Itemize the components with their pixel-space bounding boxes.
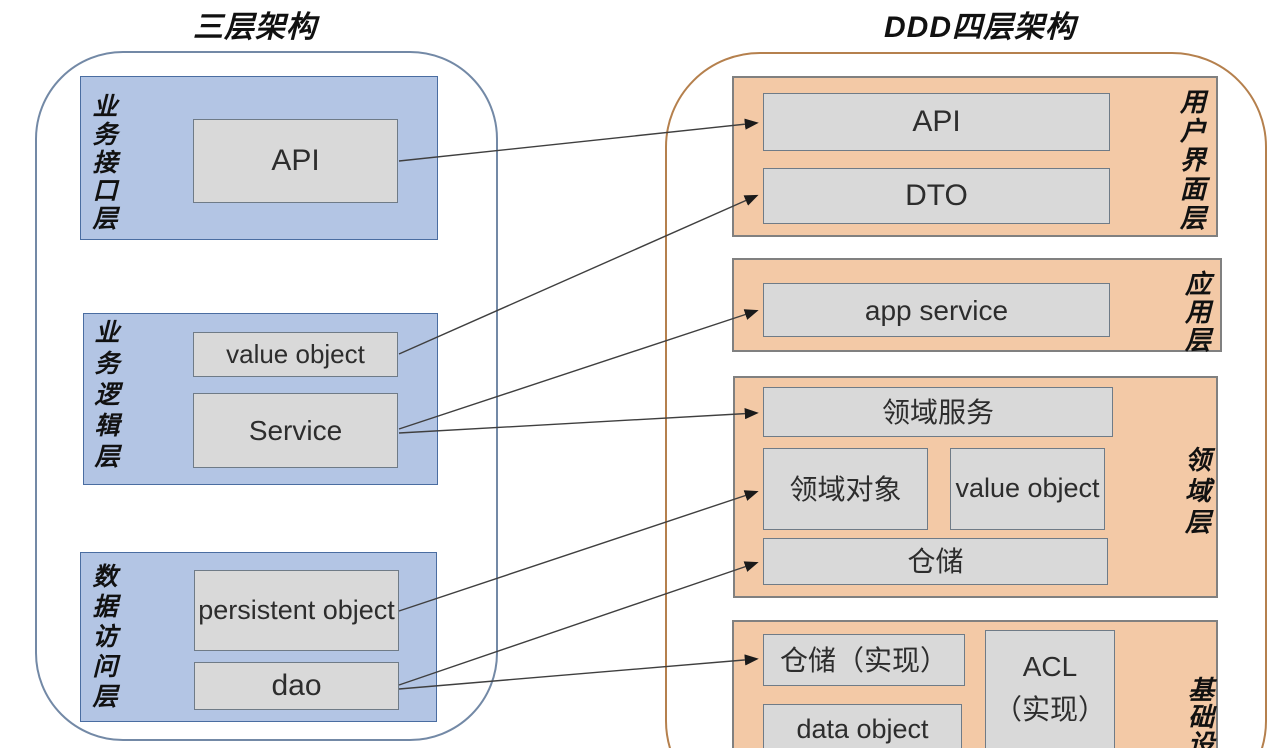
left-diagram-title: 三层架构	[193, 11, 317, 44]
layer-label-data-access: 数 据 访 问 层	[92, 563, 118, 711]
node-domain-service: 领域服务	[763, 387, 1113, 437]
node-repository-impl: 仓储（实现）	[763, 634, 965, 686]
node-value-object-right: value object	[950, 448, 1105, 530]
node-service: Service	[193, 393, 398, 468]
node-acl-impl: ACL （实现）	[985, 630, 1115, 748]
layer-label-business-interface: 业 务 接 口 层	[92, 93, 118, 233]
node-dto: DTO	[763, 168, 1110, 224]
layer-label-business-logic: 业 务 逻 辑 层	[94, 319, 120, 471]
layer-label-infrastructure: 基 础 设	[1187, 675, 1214, 748]
node-data-object: data object	[763, 704, 962, 748]
node-api-left: API	[193, 119, 398, 203]
node-repository: 仓储	[763, 538, 1108, 585]
node-value-object-left: value object	[193, 332, 398, 377]
layer-label-application: 应 用 层	[1184, 269, 1211, 355]
node-app-service: app service	[763, 283, 1110, 337]
layer-label-domain: 领 域 层	[1184, 445, 1211, 537]
node-api-right: API	[763, 93, 1110, 151]
node-dao: dao	[194, 662, 399, 710]
node-domain-object: 领域对象	[763, 448, 928, 530]
layer-label-user-interface: 用 户 界 面 层	[1179, 87, 1206, 233]
right-diagram-title: DDD四层架构	[884, 11, 1076, 44]
node-persistent-object: persistent object	[194, 570, 399, 651]
